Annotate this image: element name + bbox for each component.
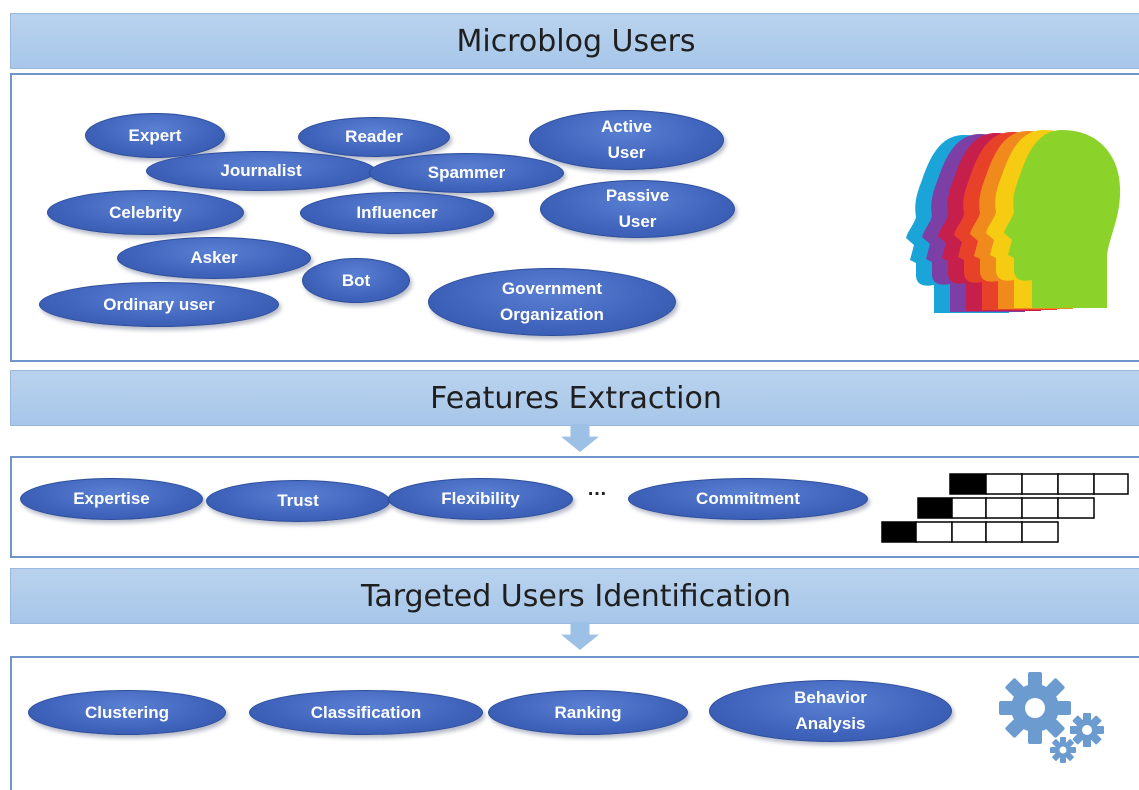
pill-active-user: Active User	[529, 110, 724, 170]
pill-government-organization: Government Organization	[428, 268, 676, 336]
user-types-panel: Expert Reader Active User Journalist Spa…	[10, 73, 1139, 362]
pill-flexibility: Flexibility	[388, 478, 573, 520]
targeted-users-banner: Targeted Users Identification	[10, 568, 1139, 624]
pill-spammer: Spammer	[369, 153, 564, 193]
pill-asker: Asker	[117, 237, 311, 279]
pill-expert: Expert	[85, 113, 225, 158]
targeted-users-title: Targeted Users Identification	[360, 578, 792, 614]
ellipsis: …	[587, 478, 607, 500]
pill-ordinary-user: Ordinary user	[39, 282, 279, 327]
colorful-heads-icon	[906, 130, 1121, 313]
pill-commitment: Commitment	[628, 478, 868, 520]
pill-ranking: Ranking	[488, 690, 688, 735]
methods-panel: Clustering Classification Ranking Behavi…	[10, 656, 1139, 790]
pill-behavior-analysis: Behavior Analysis	[709, 680, 952, 742]
pill-bot: Bot	[302, 258, 410, 303]
microblog-users-banner: Microblog Users	[10, 13, 1139, 69]
pill-journalist: Journalist	[146, 151, 376, 191]
feature-vectors-icon	[881, 473, 1129, 543]
features-extraction-title: Features Extraction	[430, 380, 722, 416]
features-panel: Expertise Trust Flexibility … Commitment	[10, 456, 1139, 558]
pill-influencer: Influencer	[300, 192, 494, 234]
down-arrow-1	[561, 424, 599, 452]
pill-celebrity: Celebrity	[47, 190, 244, 235]
gears-icon	[999, 672, 1104, 763]
pill-trust: Trust	[206, 480, 390, 522]
pill-passive-user: Passive User	[540, 180, 735, 238]
microblog-users-title: Microblog Users	[456, 23, 696, 59]
pill-reader: Reader	[298, 117, 450, 157]
pill-expertise: Expertise	[20, 478, 203, 520]
pill-classification: Classification	[249, 690, 483, 735]
down-arrow-2	[561, 622, 599, 650]
features-extraction-banner: Features Extraction	[10, 370, 1139, 426]
pill-clustering: Clustering	[28, 690, 226, 735]
